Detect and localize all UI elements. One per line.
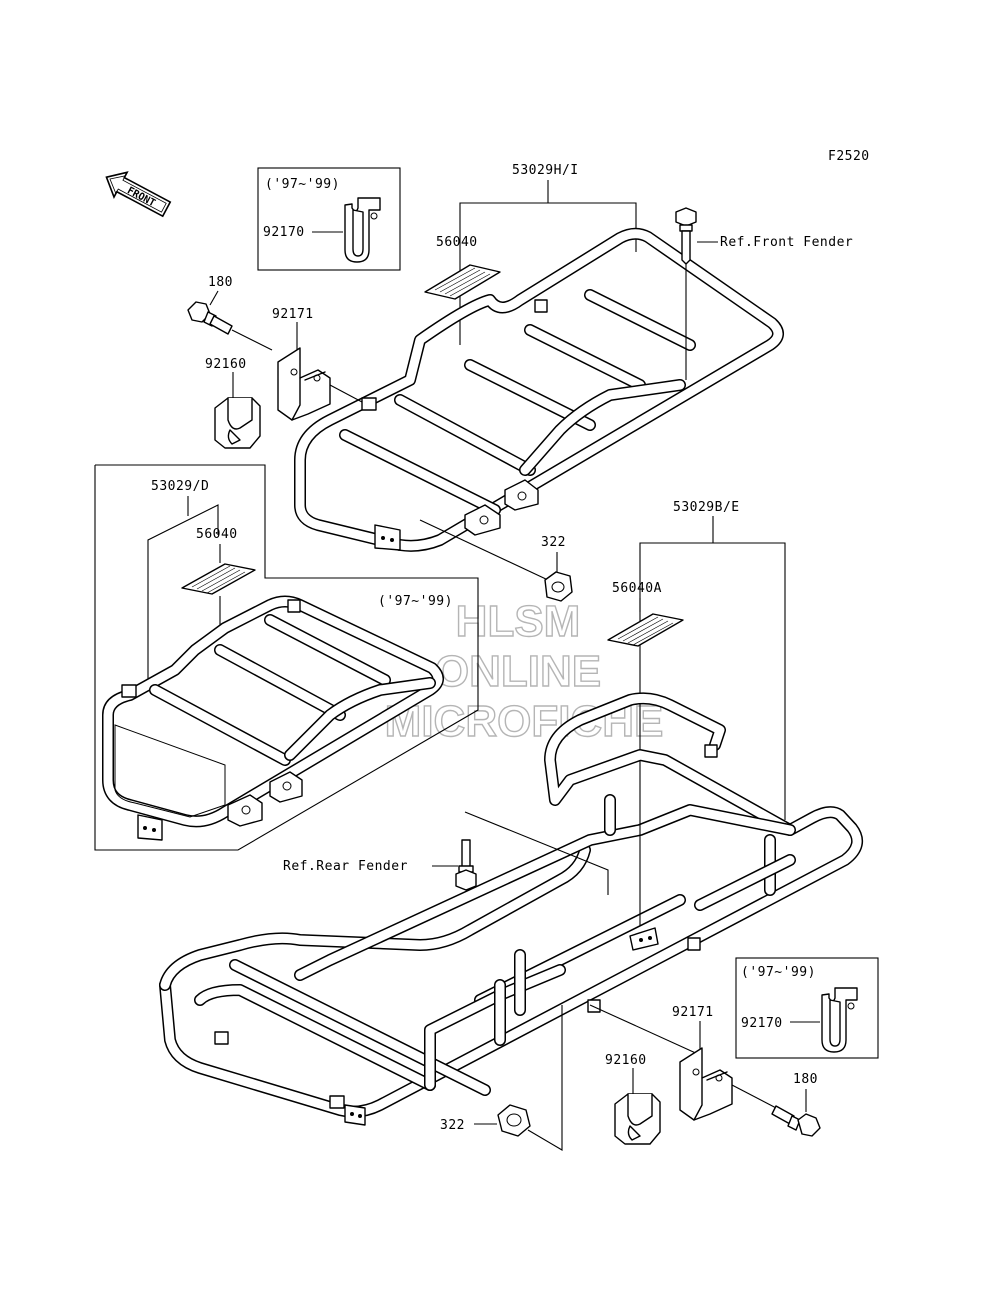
- year-box-left-label: ('97~'99): [378, 594, 453, 609]
- front-rack-d-box: 53029/D 56040 ('97~'99): [94, 464, 479, 851]
- bushing-bottom-label: 92160: [605, 1053, 647, 1068]
- watermark-line2: ONLINE: [435, 647, 601, 696]
- figure-code: F2520: [828, 149, 870, 164]
- watermark: HLSM ONLINE MICROFICHE: [384, 596, 664, 746]
- watermark-line1: HLSM: [456, 597, 581, 646]
- nut-top: 322: [419, 519, 573, 602]
- decal-front-label: 56040: [436, 235, 478, 250]
- nut-top-label: 322: [541, 535, 566, 550]
- decal-front: 56040: [424, 235, 501, 300]
- year-box-top: ('97~'99) 92170: [257, 167, 401, 271]
- decal-rear-label: 56040A: [612, 581, 662, 596]
- ref-rear-fender-label: Ref.Rear Fender: [283, 859, 408, 874]
- bracket-top: 92171: [272, 307, 363, 421]
- rack-front-d-label: 53029/D: [151, 479, 209, 494]
- rack-rear-be-label: 53029B/E: [673, 500, 740, 515]
- nut-bottom-label: 322: [440, 1118, 465, 1133]
- rear-rack-be: 53029B/E 56040A: [159, 500, 864, 1126]
- bushing-top: 92160: [205, 357, 261, 449]
- bolt-top: 180: [187, 275, 273, 351]
- bracket-bottom: 92171: [589, 1004, 781, 1121]
- year-box-bottom: ('97~'99) 92170: [735, 957, 879, 1059]
- ref-front-fender: Ref.Front Fender: [675, 207, 853, 380]
- ref-rear-fender: Ref.Rear Fender: [283, 839, 477, 891]
- bushing-bottom: 92160: [605, 1053, 661, 1145]
- ref-front-fender-label: Ref.Front Fender: [720, 235, 853, 250]
- bracket-bottom-label: 92171: [672, 1005, 714, 1020]
- bushing-top-label: 92160: [205, 357, 247, 372]
- front-arrow-icon: FRONT: [105, 171, 172, 218]
- bracket-top-label: 92171: [272, 307, 314, 322]
- nut-bottom: 322: [440, 1005, 563, 1151]
- front-rack-hi: 53029H/I: [294, 163, 784, 552]
- rack-front-hi-label: 53029H/I: [512, 163, 579, 178]
- bolt-bottom-label: 180: [793, 1072, 818, 1087]
- year-box-top-label: ('97~'99): [265, 177, 340, 192]
- year-box-bottom-label: ('97~'99): [741, 965, 816, 980]
- clamp-top-label: 92170: [263, 225, 305, 240]
- bolt-bottom: 180: [771, 1072, 821, 1137]
- decal-front-d-label: 56040: [196, 527, 238, 542]
- clamp-bottom-label: 92170: [741, 1016, 783, 1031]
- bolt-top-label: 180: [208, 275, 233, 290]
